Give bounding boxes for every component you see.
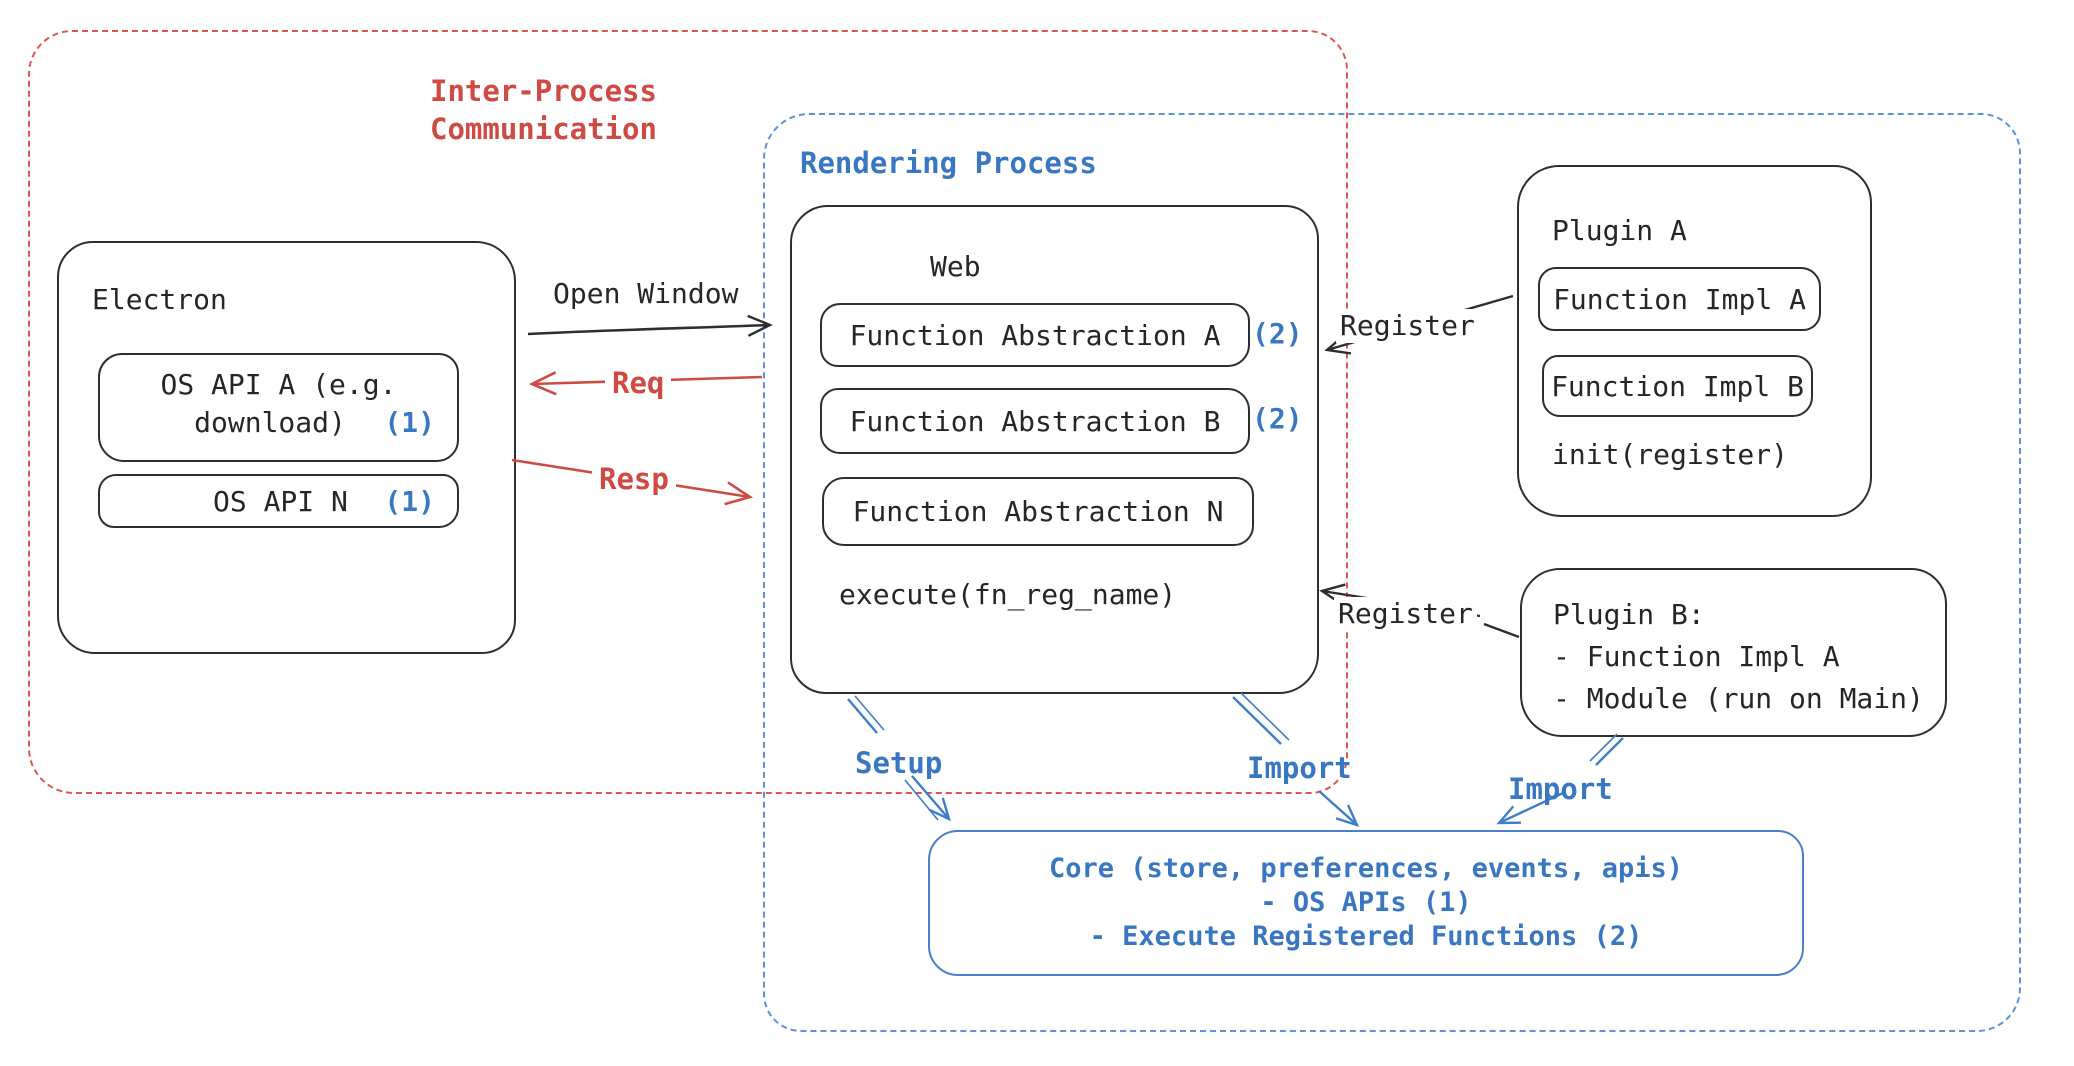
plugin-a-title: Plugin A — [1552, 214, 1687, 247]
plugin-b-text: Plugin B: - Function Impl A - Module (ru… — [1553, 594, 1924, 720]
function-abstraction-n-box: Function Abstraction N — [822, 477, 1254, 546]
plugin-a-function-impl-b-box: Function Impl B — [1542, 355, 1813, 417]
os-api-a-line1: OS API A (e.g. — [160, 368, 397, 401]
core-text: Core (store, preferences, events, apis) … — [930, 852, 1802, 954]
core-line3: - Execute Registered Functions (2) — [1089, 921, 1643, 952]
os-api-n-box: OS API N (1) — [98, 474, 459, 528]
os-api-a-ref: (1) — [384, 406, 435, 439]
plugin-a-init-label: init(register) — [1552, 438, 1789, 471]
os-api-a-line2: download) — [194, 406, 346, 439]
ipc-label-line2: Communication — [430, 112, 657, 146]
plugin-a-function-impl-a-label: Function Impl A — [1553, 282, 1806, 316]
import-plugin-b-label: Import — [1508, 772, 1613, 806]
plugin-a-box — [1517, 165, 1872, 517]
plugin-a-function-impl-a-box: Function Impl A — [1538, 267, 1821, 331]
function-abstraction-a-label: Function Abstraction A — [849, 318, 1221, 352]
rendering-process-label: Rendering Process — [800, 146, 1097, 180]
function-abstraction-a-ref: (2) — [1252, 317, 1303, 350]
setup-label: Setup — [855, 746, 943, 780]
plugin-b-item-1: - Function Impl A — [1553, 640, 1840, 673]
plugin-b-item-2: - Module (run on Main) — [1553, 682, 1924, 715]
function-abstraction-b-label: Function Abstraction B — [849, 404, 1221, 438]
function-abstraction-a-box: Function Abstraction A — [820, 303, 1250, 367]
execute-call-label: execute(fn_reg_name) — [839, 578, 1177, 611]
plugin-b-title: Plugin B: — [1553, 598, 1705, 631]
os-api-n-ref: (1) — [384, 485, 435, 518]
function-abstraction-b-box: Function Abstraction B — [820, 388, 1250, 454]
ipc-label-line1: Inter-Process — [430, 74, 657, 108]
os-api-n-label: OS API N — [213, 485, 348, 518]
ipc-dashed-container — [28, 30, 1348, 794]
register-plugin-b-label: Register — [1334, 597, 1477, 631]
electron-title: Electron — [92, 283, 227, 316]
os-api-a-box: OS API A (e.g. download) (1) — [98, 353, 459, 462]
import-web-label: Import — [1247, 751, 1352, 785]
core-line1: Core (store, preferences, events, apis) — [1049, 853, 1683, 884]
open-window-label: Open Window — [553, 277, 739, 310]
resp-label: Resp — [592, 462, 676, 497]
core-box: Core (store, preferences, events, apis) … — [928, 830, 1804, 976]
ipc-container-label: Inter-Process Communication — [430, 72, 657, 148]
req-label: Req — [605, 366, 672, 401]
core-line2: - OS APIs (1) — [1260, 887, 1472, 918]
rendering-process-dashed-container — [763, 113, 2021, 1032]
plugin-a-function-impl-b-label: Function Impl B — [1551, 369, 1804, 403]
function-abstraction-n-label: Function Abstraction N — [852, 495, 1224, 528]
plugin-b-box — [1520, 568, 1947, 737]
function-abstraction-b-ref: (2) — [1252, 402, 1303, 435]
register-plugin-a-label: Register — [1336, 309, 1479, 343]
web-title: Web — [930, 250, 981, 283]
